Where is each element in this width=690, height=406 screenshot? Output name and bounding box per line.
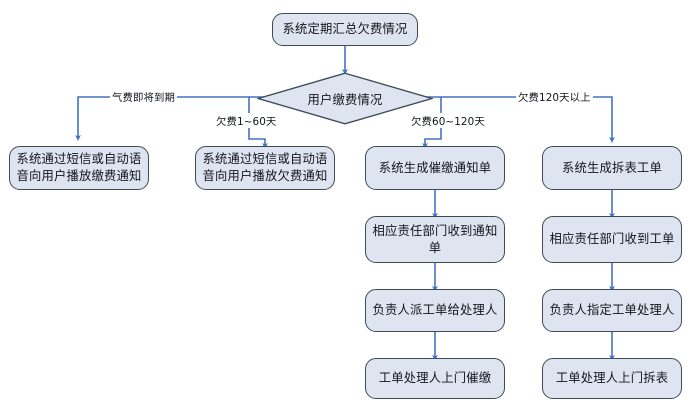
node-label: 负责人派工单给处理人 [372,303,498,317]
node-label: 系统定期汇总欠费情况 [282,22,408,36]
node-assign-workorder-handler[interactable]: 负责人派工单给处理人 [365,289,505,332]
node-label-line: 系统通过短信或自动语 [16,152,142,166]
node-label: 相应责任部门收到工单 [549,232,675,246]
node-summarize-arrears[interactable]: 系统定期汇总欠费情况 [272,13,418,46]
branch-label-gas-expiring: 气费即将到期 [110,89,177,104]
branch-label-overdue-1-60: 欠费1~60天 [214,113,279,128]
node-handler-onsite-removal[interactable]: 工单处理人上门拆表 [542,358,682,399]
node-label: 工单处理人上门催缴 [378,371,492,385]
diamond-shape [257,72,433,125]
decision-label: 用户缴费情况 [307,92,383,107]
node-designate-workorder-handler[interactable]: 负责人指定工单处理人 [542,289,682,332]
node-dept-receives-workorder[interactable]: 相应责任部门收到工单 [542,216,682,263]
node-label-line: 相应责任部门收到通知 [372,223,498,238]
branch-label-overdue-60-120: 欠费60~120天 [409,113,487,128]
node-dept-receives-notice[interactable]: 相应责任部门收到通知 单 [365,216,505,263]
node-label: 负责人指定工单处理人 [549,303,675,317]
node-label-line: 音向用户播放缴费通知 [16,169,142,183]
node-label: 工单处理人上门拆表 [555,371,669,385]
decision-user-payment-status[interactable]: 用户缴费情况 [257,72,433,125]
node-generate-removal-workorder[interactable]: 系统生成拆表工单 [542,146,682,190]
node-label: 系统生成拆表工单 [562,160,662,175]
node-generate-dunning-notice[interactable]: 系统生成催缴通知单 [365,146,505,190]
branch-label-overdue-120-plus: 欠费120天以上 [516,89,593,104]
node-sms-payment-notice[interactable]: 系统通过短信或自动语 音向用户播放缴费通知 [9,146,149,190]
node-label-line: 系统通过短信或自动语 [202,152,328,166]
node-handler-onsite-dunning[interactable]: 工单处理人上门催缴 [365,358,505,399]
node-label-line: 音向用户播放欠费通知 [202,169,328,183]
node-label: 系统生成催缴通知单 [378,160,492,175]
node-label-line: 单 [428,240,442,255]
node-sms-overdue-notice[interactable]: 系统通过短信或自动语 音向用户播放欠费通知 [195,146,335,190]
